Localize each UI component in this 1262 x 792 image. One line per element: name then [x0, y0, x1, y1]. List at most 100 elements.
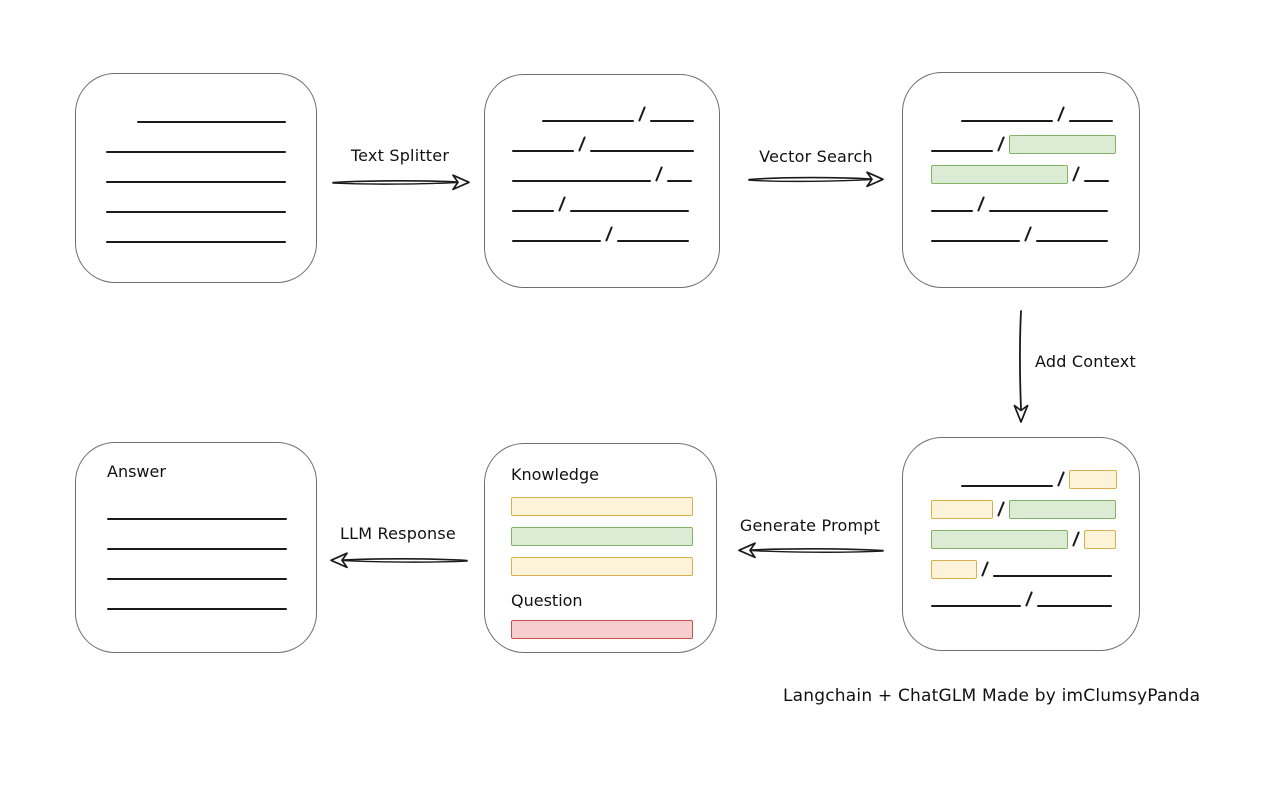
split-chunks-rows: [485, 75, 719, 249]
chunk-row: [106, 220, 316, 250]
matched-chunks-rows: [903, 73, 1139, 249]
chunk-row: [931, 524, 1139, 554]
text-line: [570, 210, 690, 212]
text-line: [137, 121, 286, 123]
generate-prompt-arrow-icon: [738, 542, 884, 559]
text-line: [590, 150, 695, 152]
chunk-row: [512, 189, 719, 219]
slash-separator: [997, 501, 1006, 517]
split-chunks-box: [484, 74, 720, 288]
slash-separator: [558, 196, 567, 212]
green-chunk: [1009, 134, 1117, 154]
context-chunks-box: [902, 437, 1140, 651]
diagram-caption: Langchain + ChatGLM Made by imClumsyPand…: [783, 686, 1201, 706]
answer-box: Answer: [75, 442, 317, 653]
context-chunks-rows: [903, 438, 1139, 614]
slash-separator: [1072, 531, 1081, 547]
generate-prompt-label: Generate Prompt: [739, 516, 881, 535]
text-line: [993, 575, 1113, 577]
text-line: [107, 518, 287, 520]
chunk-row: [512, 219, 719, 249]
chunk-row: [961, 99, 1139, 129]
chunk-row: [106, 190, 316, 220]
text-line: [512, 150, 574, 152]
slash-separator: [1025, 591, 1034, 607]
slash-separator: [1057, 106, 1066, 122]
slash-separator: [605, 226, 614, 242]
text-line: [106, 181, 286, 183]
prompt-box: Knowledge Question: [484, 443, 717, 653]
text-line: [650, 120, 695, 122]
vector-search-label: Vector Search: [759, 147, 873, 166]
chunk-row: [107, 497, 316, 527]
text-line: [931, 240, 1020, 242]
llm-response-label: LLM Response: [340, 524, 456, 543]
yellow-bar: [511, 497, 693, 516]
chunk-row: [107, 587, 316, 617]
text-line: [107, 578, 287, 580]
chunk-row: [106, 160, 316, 190]
text-line: [1084, 180, 1110, 182]
answer-label: Answer: [107, 462, 166, 481]
yellow-chunk: [1069, 469, 1118, 489]
slash-separator: [977, 196, 986, 212]
knowledge-bars: [511, 497, 716, 576]
chunk-row: [931, 219, 1139, 249]
yellow-chunk: [931, 559, 977, 579]
chunk-row: [931, 584, 1139, 614]
chunk-row: [512, 129, 719, 159]
yellow-chunk: [1084, 529, 1117, 549]
text-line: [667, 180, 693, 182]
slash-separator: [638, 106, 647, 122]
text-splitter-label: Text Splitter: [350, 146, 450, 165]
slash-separator: [1024, 226, 1033, 242]
yellow-chunk: [931, 499, 993, 519]
document-lines: [76, 74, 316, 250]
slash-separator: [981, 561, 990, 577]
chunk-row: [137, 100, 316, 130]
chunk-row: [931, 129, 1139, 159]
chunk-row: [512, 159, 719, 189]
text-line: [512, 210, 554, 212]
document-box: [75, 73, 317, 283]
green-chunk: [931, 529, 1068, 549]
text-line: [106, 241, 286, 243]
knowledge-label: Knowledge: [511, 465, 599, 484]
chunk-row: [931, 494, 1139, 524]
text-line: [106, 151, 286, 153]
text-line: [1069, 120, 1114, 122]
text-line: [961, 120, 1053, 122]
answer-lines: [107, 497, 316, 617]
text-line: [512, 240, 601, 242]
slash-separator: [1057, 471, 1066, 487]
text-line: [931, 150, 993, 152]
text-line: [512, 180, 651, 182]
chunk-row: [542, 99, 719, 129]
text-line: [107, 548, 287, 550]
text-line: [1037, 605, 1113, 607]
text-line: [961, 485, 1053, 487]
slash-separator: [578, 136, 587, 152]
text-line: [107, 608, 287, 610]
question-label: Question: [511, 591, 583, 610]
red-bar: [511, 620, 693, 639]
add-context-label: Add Context: [1035, 352, 1136, 371]
text-line: [542, 120, 634, 122]
slash-separator: [997, 136, 1006, 152]
chunk-row: [931, 159, 1139, 189]
matched-chunks-box: [902, 72, 1140, 288]
llm-response-arrow-icon: [330, 552, 468, 569]
text-line: [989, 210, 1109, 212]
text-line: [931, 210, 973, 212]
chunk-row: [107, 557, 316, 587]
green-chunk: [1009, 499, 1117, 519]
chunk-row: [931, 189, 1139, 219]
green-chunk: [931, 164, 1068, 184]
slash-separator: [1072, 166, 1081, 182]
text-line: [1036, 240, 1109, 242]
text-line: [106, 211, 286, 213]
chunk-row: [106, 130, 316, 160]
vector-search-arrow-icon: [748, 171, 884, 188]
chunk-row: [931, 554, 1139, 584]
